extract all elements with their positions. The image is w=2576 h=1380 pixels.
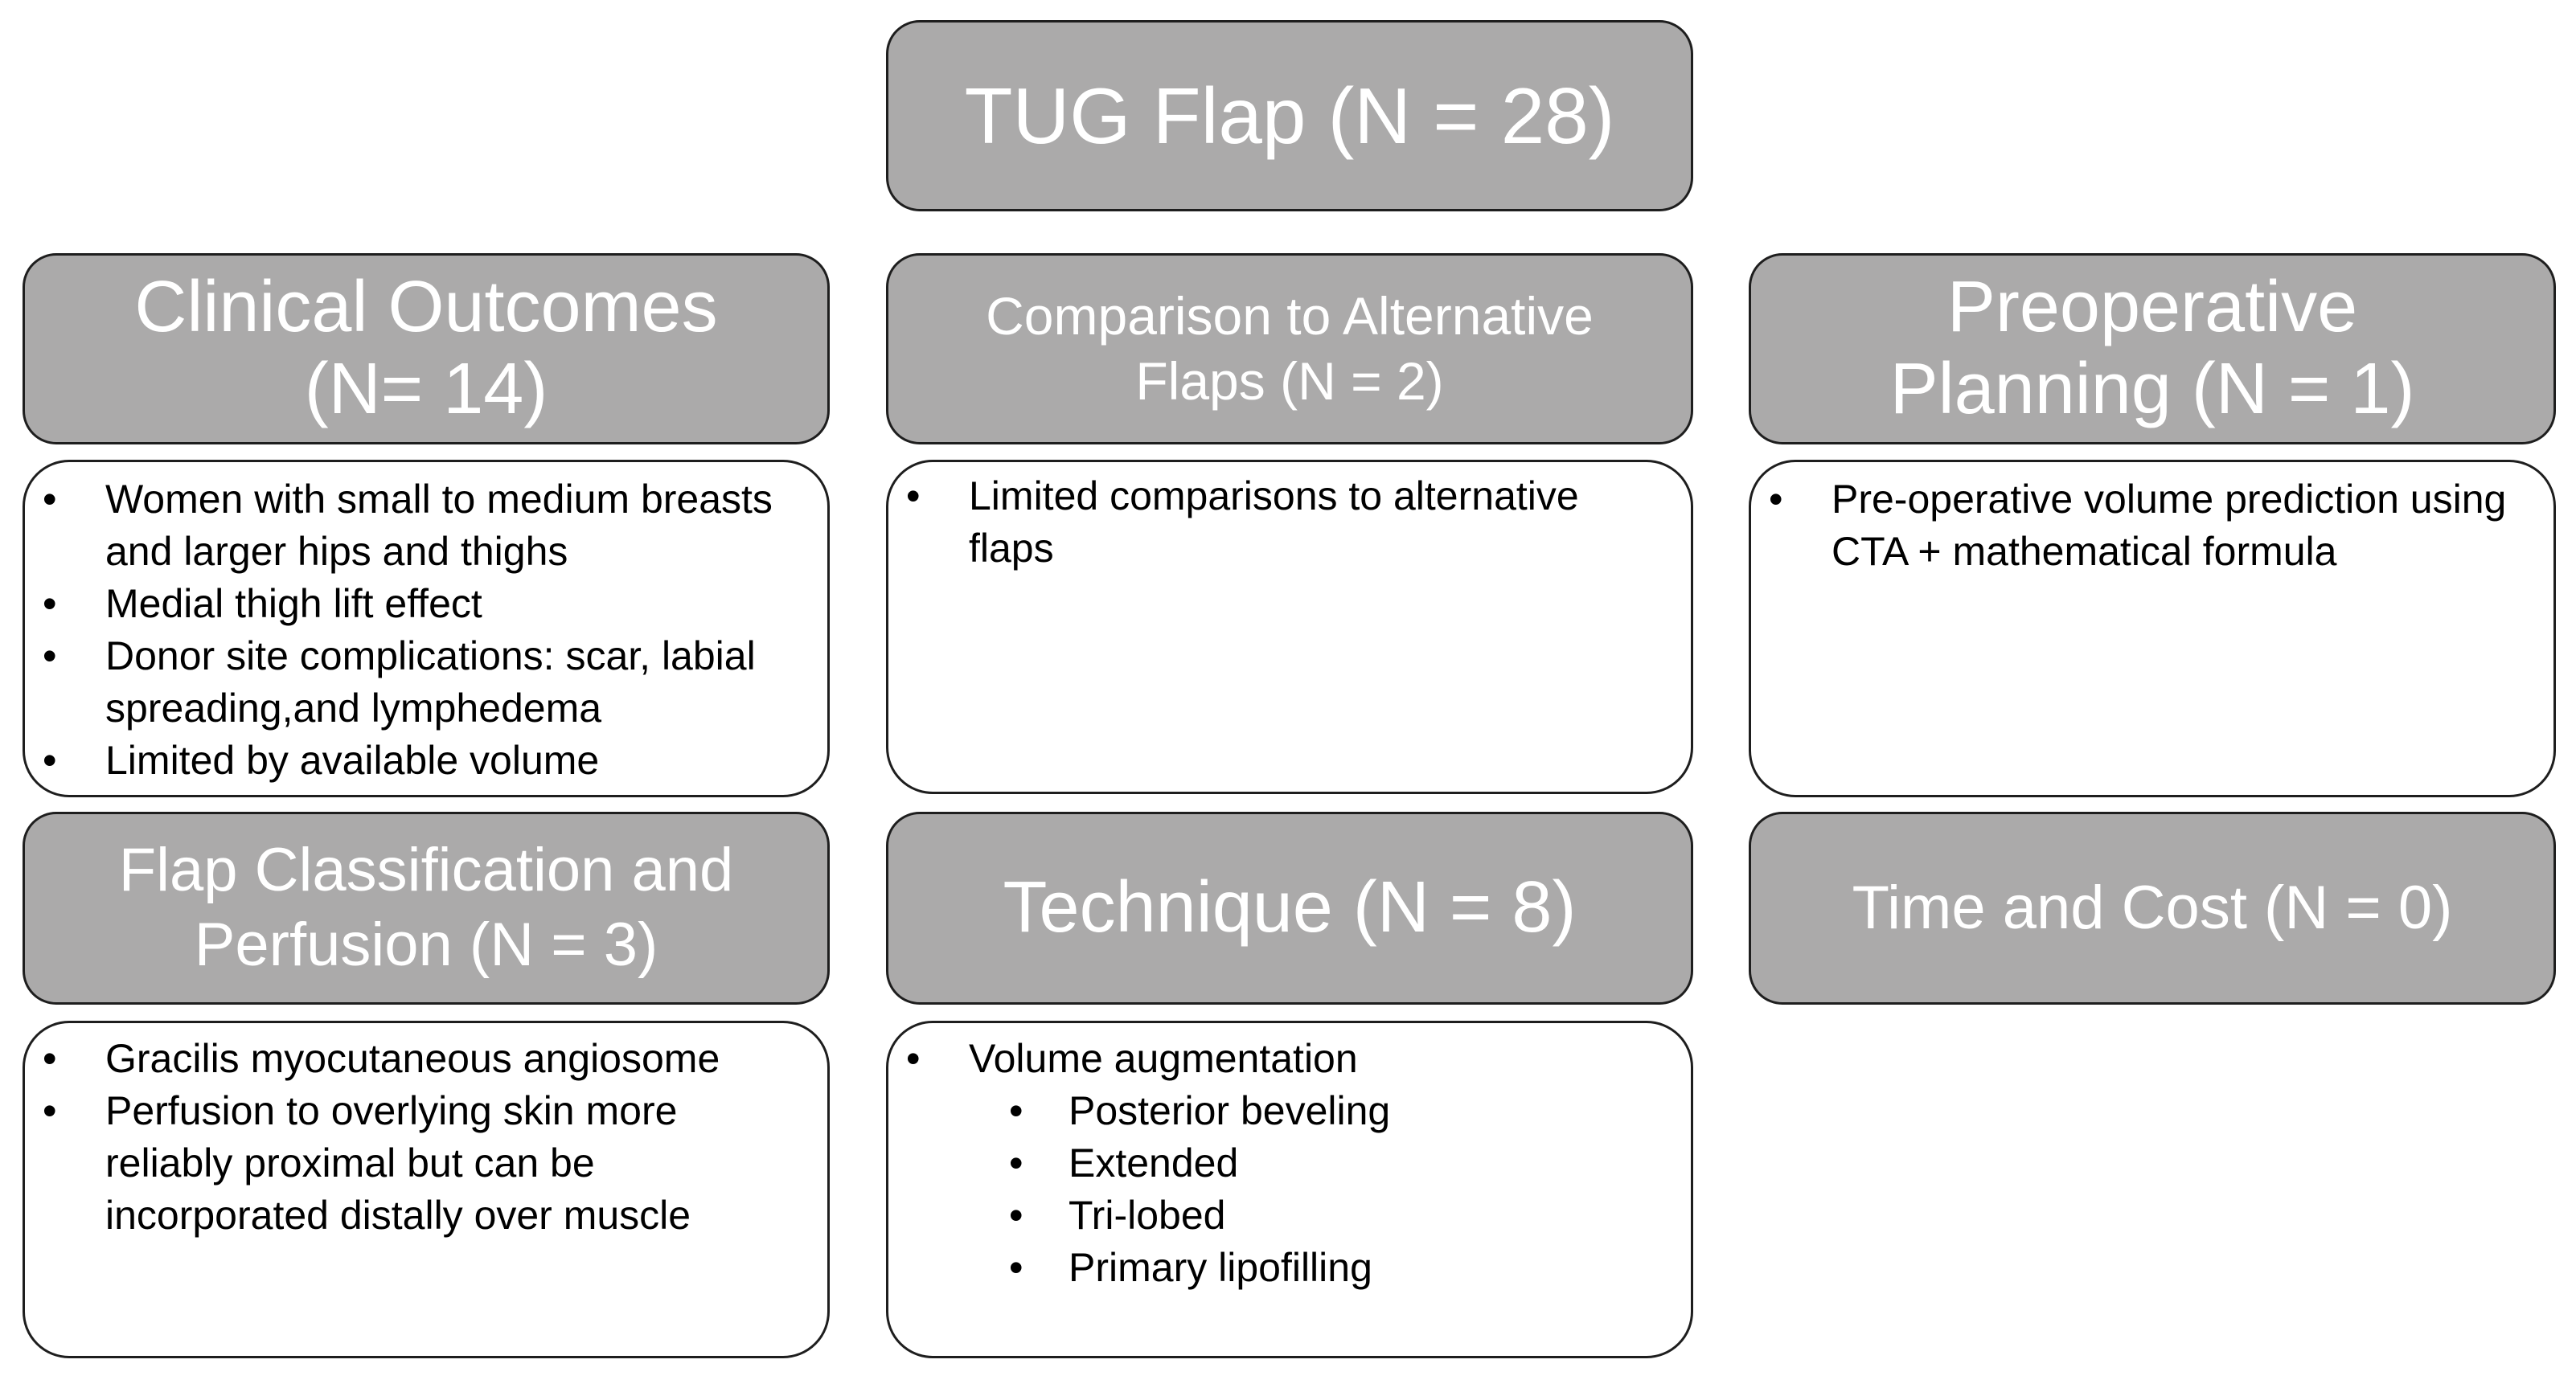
technique-body: Volume augmentation Posterior beveling E… xyxy=(886,1021,1693,1358)
time-and-cost-header: Time and Cost (N = 0) xyxy=(1749,812,2556,1005)
comparison-heading: Comparison to Alternative Flaps (N = 2) xyxy=(986,286,1594,411)
preoperative-planning-body: Pre-operative volume prediction using CT… xyxy=(1749,460,2556,797)
list-item: Limited by available volume xyxy=(25,735,808,787)
technique-sublist: Posterior beveling Extended Tri-lobed Pr… xyxy=(969,1085,1672,1294)
list-item: Tri-lobed xyxy=(969,1190,1672,1242)
technique-heading: Technique (N = 8) xyxy=(1003,867,1577,948)
list-item: Extended xyxy=(969,1137,1672,1190)
preoperative-planning-header: Preoperative Planning (N = 1) xyxy=(1749,253,2556,444)
technique-list: Volume augmentation Posterior beveling E… xyxy=(888,1033,1672,1294)
clinical-outcomes-list: Women with small to medium breasts and l… xyxy=(25,473,808,787)
list-item: Medial thigh lift effect xyxy=(25,578,808,630)
flap-classification-body: Gracilis myocutaneous angiosome Perfusio… xyxy=(23,1021,830,1358)
title-box: TUG Flap (N = 28) xyxy=(886,20,1693,211)
time-and-cost-heading: Time and Cost (N = 0) xyxy=(1852,874,2453,943)
technique-item-label: Volume augmentation xyxy=(969,1036,1358,1081)
list-item: Posterior beveling xyxy=(969,1085,1672,1137)
comparison-header: Comparison to Alternative Flaps (N = 2) xyxy=(886,253,1693,444)
title-text: TUG Flap (N = 28) xyxy=(964,71,1615,160)
clinical-outcomes-heading: Clinical Outcomes (N= 14) xyxy=(134,267,718,429)
list-item: Perfusion to overlying skin more reliabl… xyxy=(25,1085,808,1242)
technique-header: Technique (N = 8) xyxy=(886,812,1693,1005)
comparison-list: Limited comparisons to alternative flaps xyxy=(888,470,1672,575)
list-item: Women with small to medium breasts and l… xyxy=(25,473,808,578)
list-item: Gracilis myocutaneous angiosome xyxy=(25,1033,808,1085)
list-item: Primary lipofilling xyxy=(969,1242,1672,1294)
preoperative-planning-heading: Preoperative Planning (N = 1) xyxy=(1889,267,2415,429)
list-item: Pre-operative volume prediction using CT… xyxy=(1751,473,2534,578)
clinical-outcomes-header: Clinical Outcomes (N= 14) xyxy=(23,253,830,444)
list-item: Volume augmentation Posterior beveling E… xyxy=(888,1033,1672,1294)
flap-classification-list: Gracilis myocutaneous angiosome Perfusio… xyxy=(25,1033,808,1242)
comparison-body: Limited comparisons to alternative flaps xyxy=(886,460,1693,794)
preoperative-planning-list: Pre-operative volume prediction using CT… xyxy=(1751,473,2534,578)
list-item: Donor site complications: scar, labial s… xyxy=(25,630,808,735)
list-item: Limited comparisons to alternative flaps xyxy=(888,470,1672,575)
flap-classification-heading: Flap Classification and Perfusion (N = 3… xyxy=(118,836,734,979)
flap-classification-header: Flap Classification and Perfusion (N = 3… xyxy=(23,812,830,1005)
clinical-outcomes-body: Women with small to medium breasts and l… xyxy=(23,460,830,797)
